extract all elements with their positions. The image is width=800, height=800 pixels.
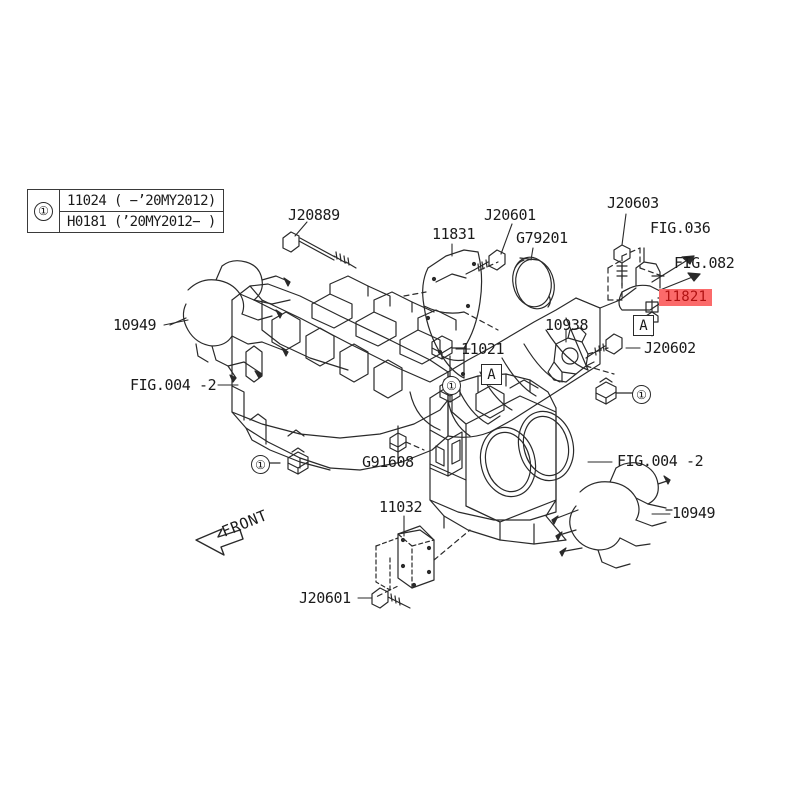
section-marker-a-center: A	[481, 364, 502, 385]
callout-g79201: G79201	[516, 229, 568, 247]
legend-row-1: 11024 ( −’20MY2012)	[60, 190, 223, 212]
callout-j20889: J20889	[288, 206, 340, 224]
part-11021-plug	[431, 335, 467, 360]
part-10949-right-oil-jet	[551, 462, 673, 569]
legend-rows: 11024 ( −’20MY2012) H0181 (’20MY2012− )	[60, 190, 223, 232]
fastener-J20601-top-bolt	[465, 249, 506, 275]
fastener-J20601-bottom-bolt	[371, 587, 411, 609]
part-index1-plug-right	[595, 377, 633, 405]
callout-10949-right: 10949	[672, 504, 716, 522]
callout-fig082: FIG.082	[674, 254, 735, 272]
highlighted-part-number-11821: 11821	[659, 289, 713, 306]
fastener-J20603-bolt	[613, 244, 631, 287]
index-1-marker-left-block: ①	[251, 455, 270, 474]
callout-fig004-2-left: FIG.004 -2	[130, 376, 217, 394]
part-G79201-oring-seal	[512, 256, 555, 310]
index-1-marker-right-block: ①	[632, 385, 651, 404]
front-direction-arrow	[195, 528, 244, 556]
callout-10938: 10938	[545, 316, 589, 334]
callout-11831: 11831	[432, 225, 476, 243]
callout-11032: 11032	[379, 498, 423, 516]
left-cylinder-block	[231, 283, 637, 471]
fastener-J20889-bolt	[282, 231, 357, 269]
part-11032-bracket-plate	[373, 525, 471, 599]
right-cylinder-block	[429, 373, 575, 545]
legend-row-2: H0181 (’20MY2012− )	[67, 214, 216, 231]
callout-j20601-top: J20601	[484, 206, 536, 224]
callout-fig004-2-right: FIG.004 -2	[617, 452, 704, 470]
callout-j20603: J20603	[607, 194, 659, 212]
part-10949-left-oil-jet	[169, 260, 291, 383]
index-1-icon: ①	[34, 201, 53, 221]
part-index1-plug-left	[267, 447, 309, 475]
callout-j20601-bottom: J20601	[299, 589, 351, 607]
legend-index-marker: ①	[28, 190, 60, 232]
part-11831-separator-cover	[403, 249, 499, 379]
callout-11021: 11021	[461, 340, 505, 358]
part-10938-oil-pressure-boss	[547, 327, 615, 383]
callout-g91608: G91608	[362, 453, 414, 471]
index-1-marker-center: ①	[442, 376, 461, 395]
legend-box: ① 11024 ( −’20MY2012) H0181 (’20MY2012− …	[27, 189, 224, 233]
callout-fig036: FIG.036	[650, 219, 711, 237]
callout-j20602: J20602	[644, 339, 696, 357]
section-marker-a-right: A	[633, 315, 654, 336]
callout-10949-left: 10949	[113, 316, 157, 334]
fastener-J20602-bolt	[585, 333, 623, 359]
